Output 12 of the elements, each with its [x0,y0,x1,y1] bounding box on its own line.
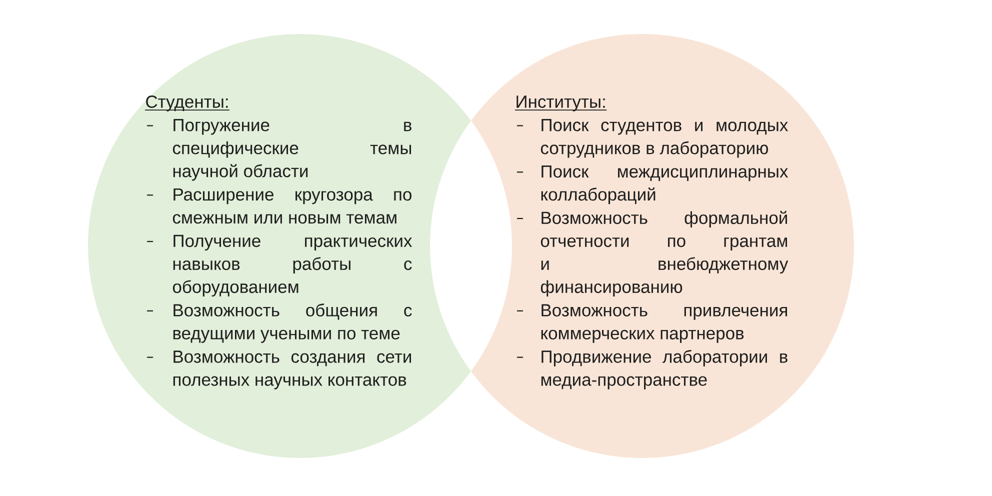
list-item: Продвижение лаборатории в медиа-пространстве [541,350,788,390]
list-item: Возможность общения с ведущими учеными по теме [173,303,412,343]
list-item: Возможность создания сети полезных научных контактов [173,350,411,390]
heading: Институты: [514,96,608,112]
list-item: Возможность формальной отчетности по грантам и внебюджетному финансированию [540,210,788,297]
list-item: Получение практических навыков работы с оборудованием [172,234,412,297]
list-item: Поиск студентов и молодых сотрудников в лабораторию [540,119,788,158]
list-item: Погружение в специфические темы научной области [172,119,412,181]
heading: Студенты: [144,95,230,112]
list-item: Расширение кругозора по смежным или новым темам [172,188,412,224]
list-item: Поиск междисциплинарных коллабораций [541,165,788,204]
list-item: Возможность привлечения коммерческих партнеров [541,304,787,343]
